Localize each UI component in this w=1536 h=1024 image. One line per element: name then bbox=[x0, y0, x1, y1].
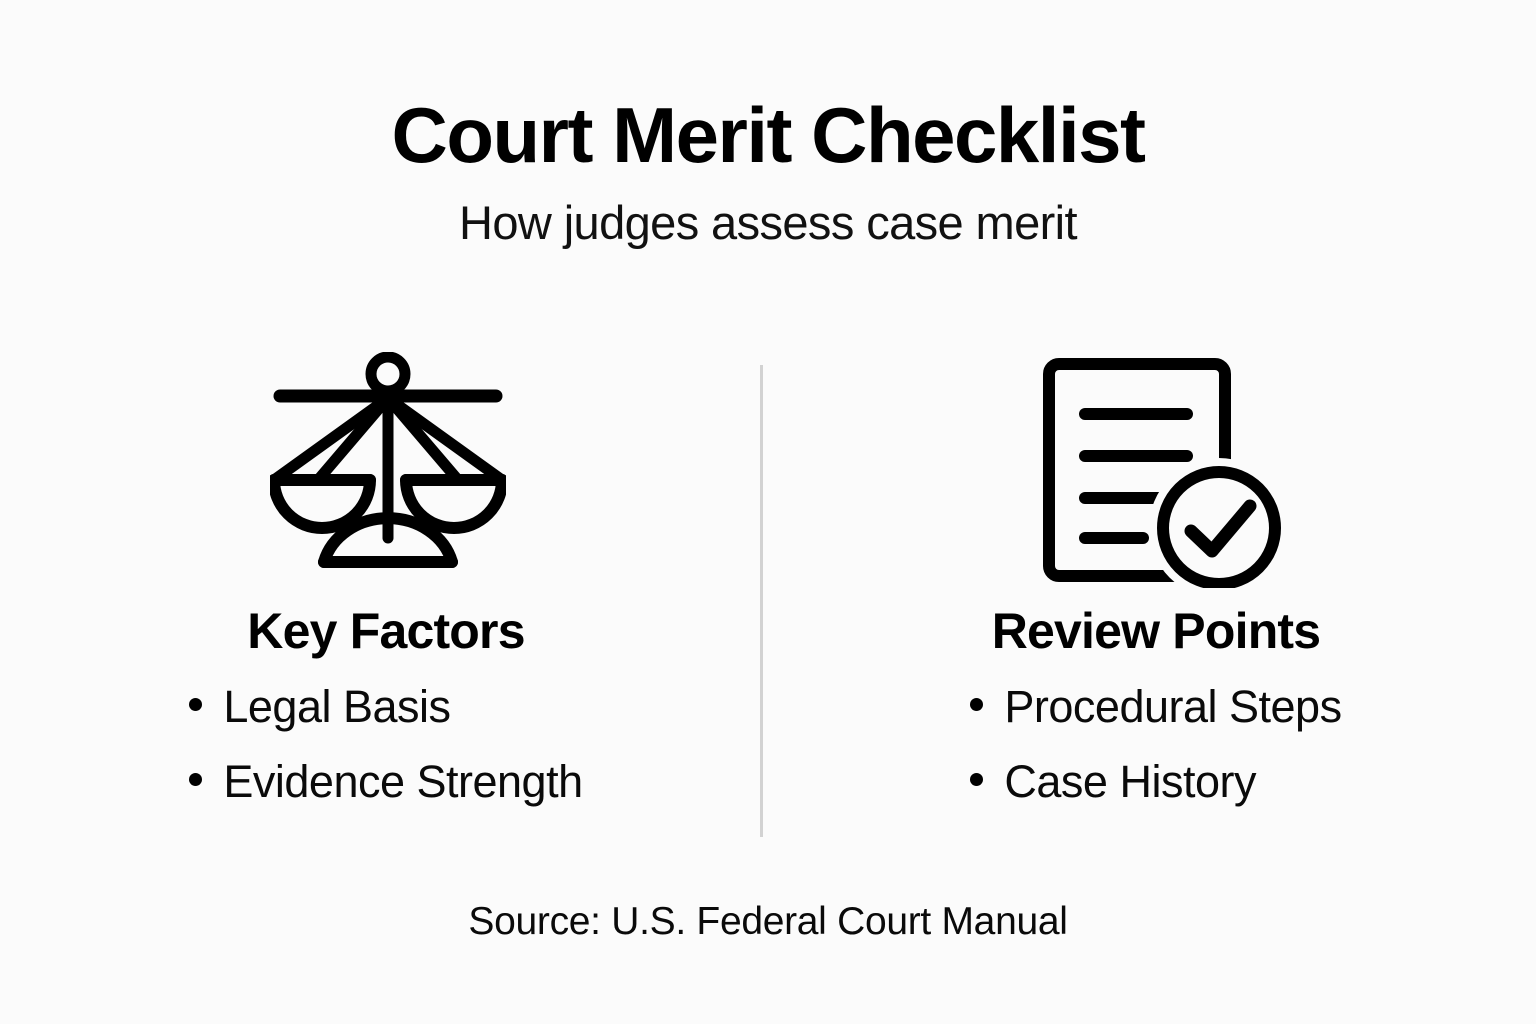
column-review-points: Review Points Procedural Steps Case Hist… bbox=[766, 352, 1536, 834]
source-attribution: Source: U.S. Federal Court Manual bbox=[468, 900, 1068, 943]
scales-of-justice-icon bbox=[268, 352, 508, 588]
column-heading-review-points: Review Points bbox=[991, 603, 1321, 659]
page-subtitle: How judges assess case merit bbox=[459, 195, 1078, 249]
list-item: Case History bbox=[970, 759, 1341, 804]
list-item-label: Legal Basis bbox=[223, 681, 451, 732]
column-heading-key-factors: Key Factors bbox=[247, 603, 525, 659]
bullet-dot-icon bbox=[189, 698, 203, 711]
bullet-list-review-points: Procedural Steps Case History bbox=[970, 681, 1342, 834]
list-item-label: Procedural Steps bbox=[1004, 681, 1342, 732]
bullet-list-key-factors: Legal Basis Evidence Strength bbox=[189, 684, 583, 834]
column-divider bbox=[760, 365, 763, 837]
page-title: Court Merit Checklist bbox=[391, 91, 1146, 179]
list-item: Procedural Steps bbox=[970, 681, 1342, 732]
list-item: Evidence Strength bbox=[189, 756, 583, 807]
bullet-dot-icon bbox=[970, 773, 984, 786]
document-check-icon bbox=[1037, 352, 1287, 588]
columns-container: Key Factors Legal Basis Evidence Strengt… bbox=[0, 352, 1536, 862]
header: Court Merit Checklist How judges assess … bbox=[0, 91, 1536, 249]
list-item: Legal Basis bbox=[189, 684, 582, 729]
bullet-dot-icon bbox=[189, 773, 203, 786]
list-item-label: Case History bbox=[1004, 756, 1256, 807]
list-item-label: Evidence Strength bbox=[223, 756, 583, 807]
column-key-factors: Key Factors Legal Basis Evidence Strengt… bbox=[0, 352, 766, 834]
bullet-dot-icon bbox=[970, 698, 984, 711]
